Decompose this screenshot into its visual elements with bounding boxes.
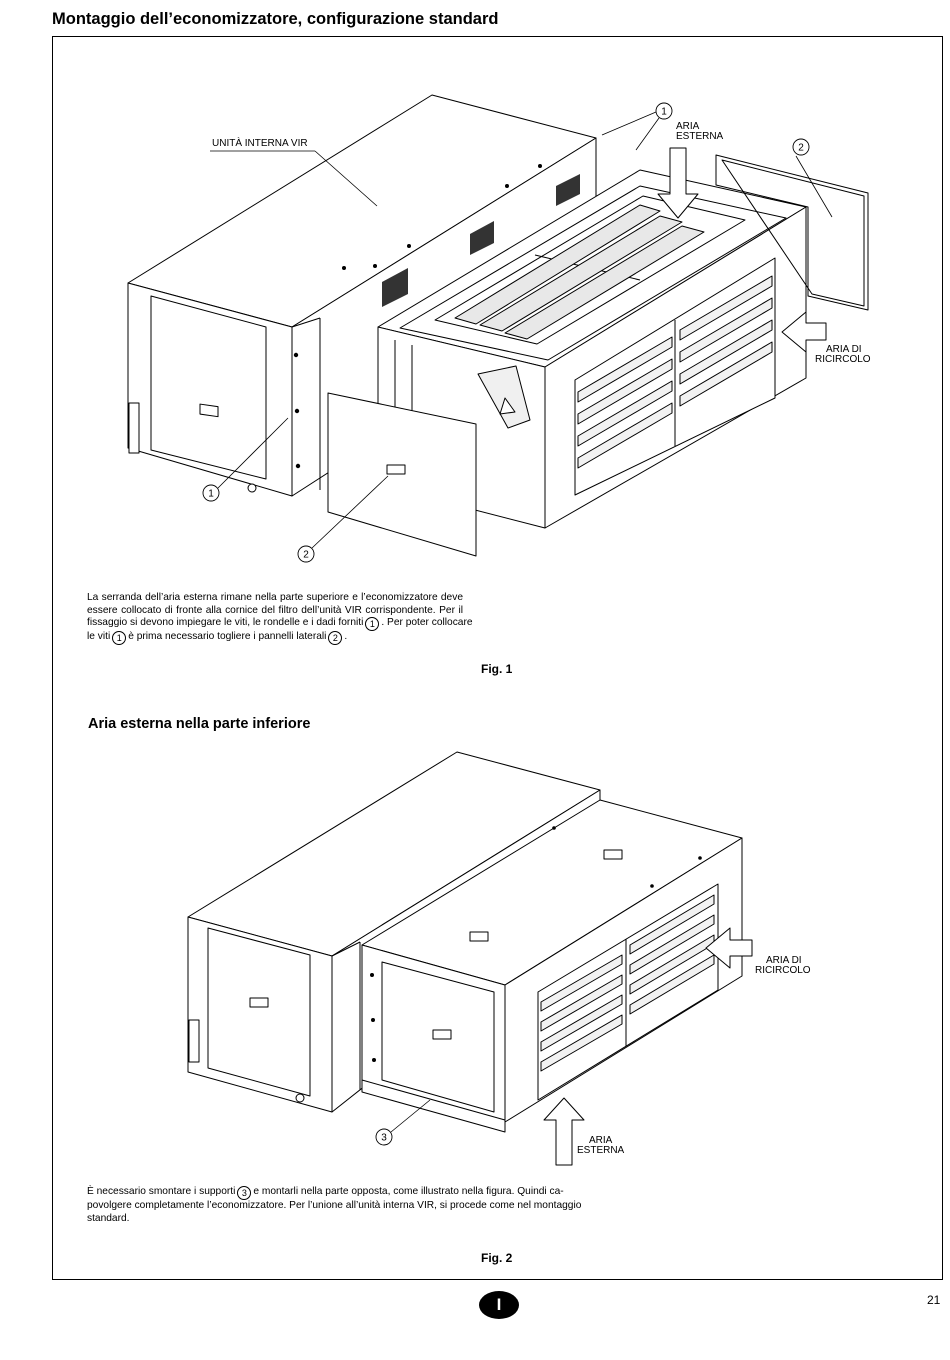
fig2-arrow-recirc-air bbox=[705, 927, 753, 969]
fig1-caption-ref-1b: 1 bbox=[112, 631, 127, 645]
fig1-caption-text: fissaggio si devono impiegare le viti, l… bbox=[87, 617, 364, 628]
fig2-label-recirc-2: RICIRCOLO bbox=[755, 965, 811, 976]
fig1-caption-text: . bbox=[344, 631, 348, 642]
fig2-caption-text: È necessario smontare i supporti bbox=[87, 1186, 236, 1197]
fig2-arrow-outside-air bbox=[543, 1097, 585, 1166]
fig1-callout-2-top: 2 bbox=[798, 143, 804, 154]
fig2-illustration: 3 ARIA DI RICIRCOLO ARIA ESTERNA bbox=[187, 751, 811, 1166]
fig2-caption-text: e montarli nella parte opposta, come ill… bbox=[253, 1186, 564, 1197]
fig1-illustration: 1 2 1 2 UNITÀ INTERNA VIR ARIA ESTERNA A… bbox=[127, 94, 871, 563]
fig2-label-outside-1: ARIA bbox=[589, 1135, 613, 1146]
fig2-label-recirc-1: ARIA DI bbox=[766, 955, 802, 966]
fig1-caption-text: . Per poter collocare bbox=[381, 617, 473, 628]
fig2-label: Fig. 2 bbox=[481, 1251, 513, 1265]
fig2-caption-line: standard. bbox=[87, 1212, 130, 1224]
fig1-label-recirc-1: ARIA DI bbox=[826, 344, 862, 355]
fig1-label: Fig. 1 bbox=[481, 662, 513, 676]
fig1-arrow-recirc-air bbox=[781, 311, 827, 353]
fig1-side-panel-rear bbox=[715, 154, 869, 311]
fig1-caption-line: La serranda dell’aria esterna rimane nel… bbox=[87, 592, 463, 603]
page-number: 21 bbox=[927, 1293, 941, 1307]
fig1-label-outside-1: ARIA bbox=[676, 121, 700, 132]
fig1-callout-1-bottom: 1 bbox=[208, 489, 214, 500]
fig1-caption-text: le viti bbox=[87, 631, 111, 642]
fig2-support bbox=[361, 1079, 506, 1133]
fig1-label-outside-2: ESTERNA bbox=[676, 131, 724, 142]
fig1-callout-2-bottom: 2 bbox=[303, 550, 309, 561]
fig2-callout-3: 3 bbox=[381, 1133, 387, 1144]
fig1-caption-ref-1: 1 bbox=[365, 617, 380, 631]
fig1-caption-ref-2: 2 bbox=[328, 631, 343, 645]
fig1-arrow-outside-air bbox=[657, 147, 699, 219]
fig1-caption: La serranda dell’aria esterna rimane nel… bbox=[87, 592, 473, 645]
section-title: Aria esterna nella parte inferiore bbox=[88, 716, 311, 732]
fig2-caption-ref-3: 3 bbox=[237, 1186, 252, 1200]
fig1-caption-line: essere collocato di fronte alla cornice … bbox=[87, 604, 463, 616]
page-title: Montaggio dell’economizzatore, configura… bbox=[52, 10, 499, 28]
language-badge: I bbox=[479, 1291, 519, 1319]
fig1-caption-text: è prima necessario togliere i pannelli l… bbox=[128, 631, 327, 642]
fig2-caption-line: povolgere completamente l’economizzatore… bbox=[87, 1200, 582, 1211]
fig1-label-recirc-2: RICIRCOLO bbox=[815, 354, 871, 365]
fig2-label-outside-2: ESTERNA bbox=[577, 1145, 625, 1156]
fig1-label-unit: UNITÀ INTERNA VIR bbox=[212, 136, 308, 149]
fig1-callout-1-top: 1 bbox=[661, 107, 667, 118]
figure-frame bbox=[52, 36, 943, 1280]
